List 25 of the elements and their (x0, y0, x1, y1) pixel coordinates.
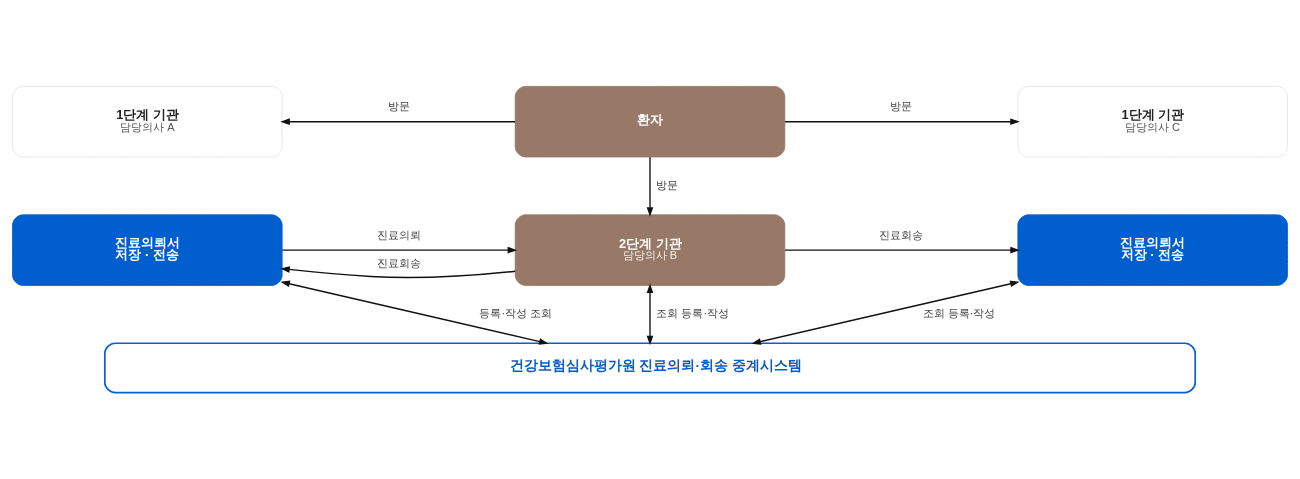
node-box: 1단계 기관 담당의사 A (12, 85, 283, 158)
edge-label: 방문 (890, 100, 913, 113)
arrow (646, 156, 654, 217)
node-box: 2단계 기관 담당의사 B (514, 214, 786, 286)
arrow (646, 283, 654, 346)
arrow (280, 280, 549, 345)
node-box: 환자 (514, 85, 786, 158)
arrow (280, 118, 516, 126)
edge-label: 조회 등록·작성 (922, 307, 996, 320)
edge-label: 방문 (655, 178, 678, 191)
edge-label: 방문 (387, 100, 410, 113)
node-box: 1단계 기관 담당의사 C (1017, 85, 1288, 158)
arrow (751, 280, 1020, 345)
arrow (784, 246, 1020, 254)
edge-label: 진료회송 (879, 228, 924, 241)
edge-label: 진료의뢰 (376, 228, 421, 241)
arrow (281, 246, 518, 254)
arrow (280, 266, 516, 279)
arrow (784, 118, 1020, 126)
node-box: 진료의뢰서 저장 · 전송 (12, 214, 283, 286)
edge-label: 진료회송 (376, 257, 421, 270)
node-box: 건강보험심사평가원 진료의뢰·회송 중계시스템 (103, 342, 1197, 394)
node-box: 진료의뢰서 저장 · 전송 (1017, 214, 1288, 286)
edge-label: 조회 등록·작성 (656, 307, 730, 320)
edge-label: 등록·작성 조회 (479, 307, 553, 320)
